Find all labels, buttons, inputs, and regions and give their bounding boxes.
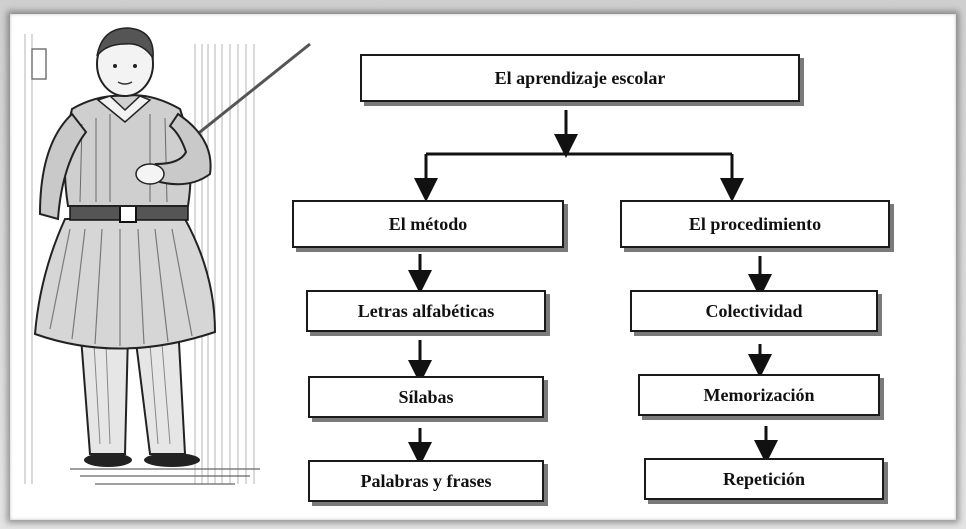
diagram-card: El aprendizaje escolar El método Letras … — [10, 14, 956, 520]
step-label-letters: Letras alfabéticas — [357, 300, 495, 321]
branch-box-procedure: El procedimiento — [620, 200, 890, 248]
root-box: El aprendizaje escolar — [360, 54, 800, 102]
step-box-letters: Letras alfabéticas — [306, 290, 546, 332]
step-label-syllables: Sílabas — [398, 386, 454, 407]
branch-label-method: El método — [388, 213, 468, 234]
diagram-connectors — [408, 110, 778, 466]
schoolboy-illustration-icon — [24, 27, 311, 485]
step-label-collectivity: Colectividad — [705, 300, 803, 321]
step-box-repetition: Repetición — [644, 458, 884, 500]
root-label: El aprendizaje escolar — [494, 67, 666, 88]
step-label-memorization: Memorización — [703, 384, 815, 405]
step-box-words: Palabras y frases — [308, 460, 544, 502]
step-label-words: Palabras y frases — [360, 470, 492, 491]
branch-label-procedure: El procedimiento — [688, 213, 822, 234]
branch-box-method: El método — [292, 200, 564, 248]
step-box-collectivity: Colectividad — [630, 290, 878, 332]
step-label-repetition: Repetición — [723, 468, 805, 489]
step-box-syllables: Sílabas — [308, 376, 544, 418]
step-box-memorization: Memorización — [638, 374, 880, 416]
